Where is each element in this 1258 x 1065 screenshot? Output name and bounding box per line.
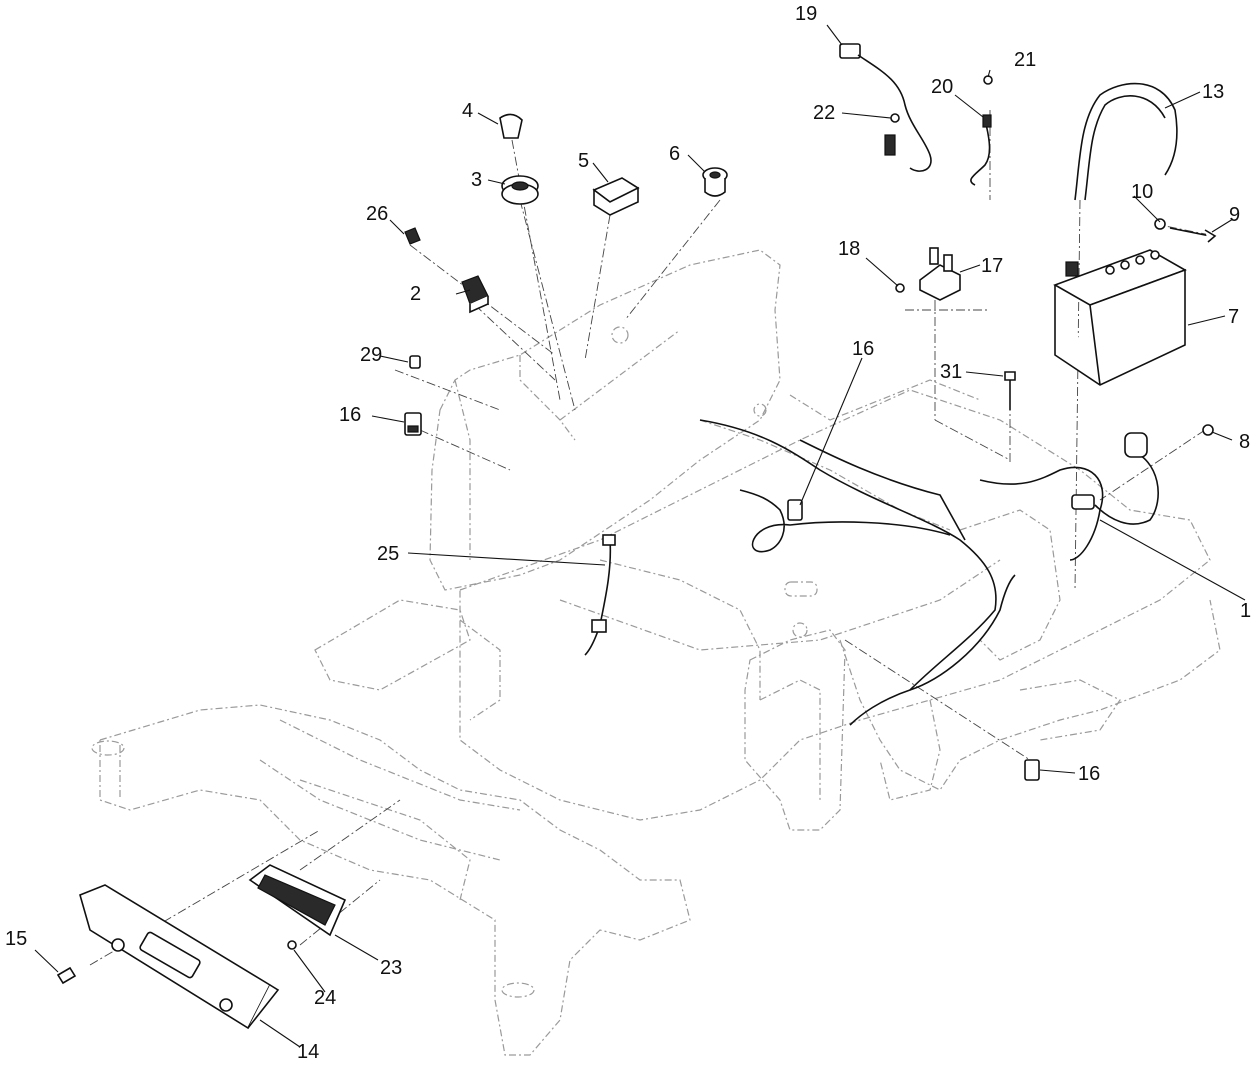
part-ignition-switch	[501, 175, 539, 205]
leader-lines	[34, 24, 1246, 1048]
callout-25: 25	[377, 543, 399, 565]
assembly-phantom-lines	[89, 110, 1211, 966]
part-key-bezel	[499, 113, 523, 139]
callout-3: 3	[471, 169, 482, 191]
callout-5: 5	[578, 150, 589, 172]
part-solenoid	[919, 247, 961, 301]
part-battery-cable-19	[839, 43, 932, 172]
part-harness-25	[591, 534, 616, 633]
callout-16-center: 16	[852, 338, 874, 360]
part-nut-21	[983, 75, 993, 85]
callout-2: 2	[410, 283, 421, 305]
callout-9: 9	[1229, 204, 1240, 226]
callout-22: 22	[813, 102, 835, 124]
callout-15: 15	[5, 928, 27, 950]
callout-16-left: 16	[339, 404, 361, 426]
callout-23: 23	[380, 957, 402, 979]
wire-harness	[584, 419, 1159, 726]
callout-26: 26	[366, 203, 388, 225]
callout-20: 20	[931, 76, 953, 98]
part-relay-16-right	[1024, 759, 1040, 781]
callout-19: 19	[795, 3, 817, 25]
part-fuse-block-1	[1071, 432, 1148, 510]
part-work-light	[248, 864, 347, 937]
part-battery-strap	[1074, 82, 1178, 201]
callout-31: 31	[940, 361, 962, 383]
callout-17: 17	[981, 255, 1003, 277]
part-nut-8	[1202, 424, 1214, 436]
part-battery-bolt	[1169, 227, 1217, 243]
part-rocker-switch	[461, 275, 489, 314]
callout-13: 13	[1202, 81, 1224, 103]
part-screw-15	[56, 966, 77, 985]
part-relay-16-center	[787, 499, 803, 521]
part-power-outlet	[702, 167, 728, 197]
mower-frame	[91, 249, 1221, 1056]
callout-21: 21	[1014, 49, 1036, 71]
callout-4: 4	[462, 100, 473, 122]
part-front-bumper	[79, 884, 280, 1030]
part-screw-22	[890, 113, 900, 123]
callout-29: 29	[360, 344, 382, 366]
callout-6: 6	[669, 143, 680, 165]
part-battery	[1053, 249, 1187, 386]
part-ground-cable-20	[970, 114, 992, 186]
part-hour-meter	[592, 177, 640, 216]
part-bolt-31	[1004, 371, 1016, 410]
callout-24: 24	[314, 987, 336, 1009]
part-relay-16-left	[404, 412, 422, 436]
callout-16-right: 16	[1078, 763, 1100, 785]
callout-18: 18	[838, 238, 860, 260]
callout-8: 8	[1239, 431, 1250, 453]
part-nut-24	[287, 940, 297, 950]
callout-7: 7	[1228, 306, 1239, 328]
part-rocker-switch-small	[404, 227, 421, 245]
callout-1: 1	[1240, 600, 1251, 622]
part-nut-10	[1154, 218, 1166, 230]
callout-labels: 1 2 3 4 5 6 7 8 9 10 13 14 15 16 16 16 1…	[5, 3, 1251, 1063]
part-connector-29	[409, 355, 421, 369]
callout-10: 10	[1131, 181, 1153, 203]
callout-14: 14	[297, 1041, 319, 1063]
